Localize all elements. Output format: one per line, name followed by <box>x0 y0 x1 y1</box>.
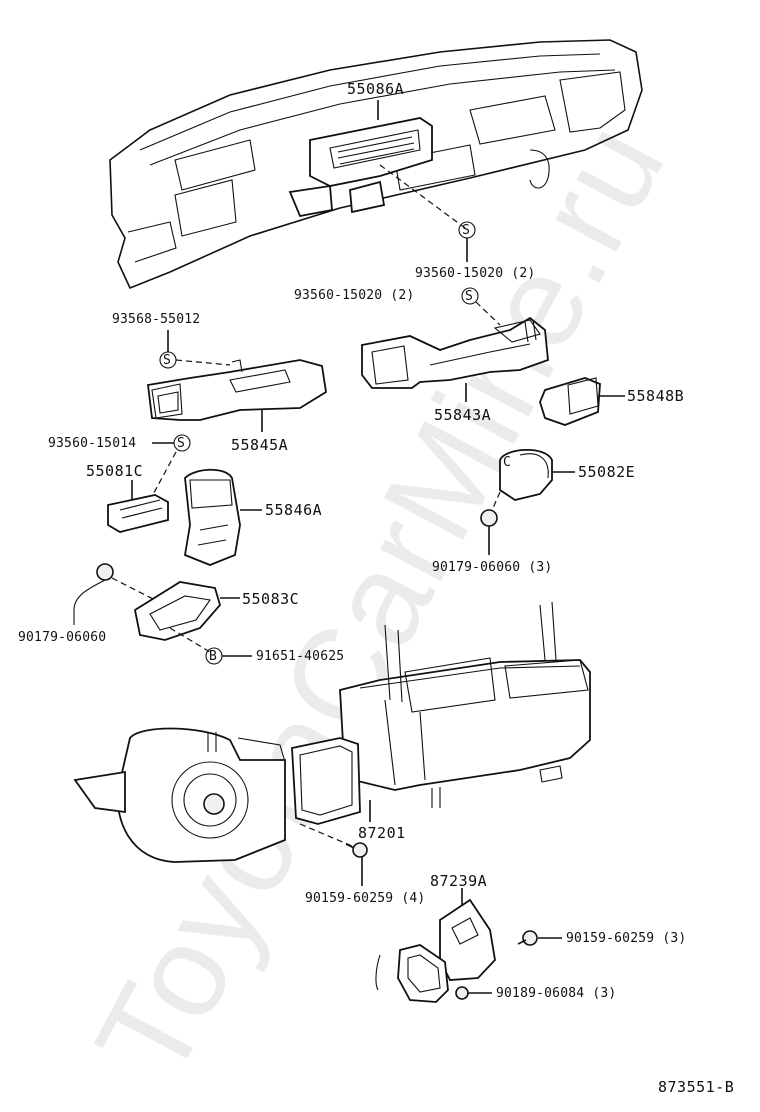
symbol-s-93568: S <box>163 353 172 368</box>
cover-87239A <box>375 898 496 1003</box>
symbol-s-93560-15014: S <box>177 436 186 451</box>
label-90159-60259-3: 90159-60259 (3) <box>566 931 687 946</box>
label-93560-15020-a: 93560-15020 (2) <box>415 266 536 281</box>
duct-55846A <box>183 468 241 566</box>
blower-housing <box>291 737 361 825</box>
label-55081C: 55081C <box>86 462 144 480</box>
label-90179-06060-3: 90179-06060 (3) <box>432 560 553 575</box>
label-55086A: 55086A <box>347 80 405 98</box>
screw-90189-06084-3 <box>455 986 469 1000</box>
vent-55848B <box>539 377 601 426</box>
vent-55082E <box>499 448 553 501</box>
dash-55845A <box>175 359 231 366</box>
instrument-panel-outline <box>109 39 643 290</box>
symbol-b: B <box>209 649 218 664</box>
label-55848B: 55848B <box>627 387 685 405</box>
label-90159-60259-4: 90159-60259 (4) <box>305 891 426 906</box>
nut-90179-06060 <box>96 563 114 581</box>
label-55846A: 55846A <box>265 501 323 519</box>
blower-motor <box>73 727 286 863</box>
label-87201: 87201 <box>358 824 406 842</box>
dash-screw-upper <box>379 164 466 229</box>
label-91651-40625: 91651-40625 <box>256 649 345 664</box>
symbol-c: C <box>503 455 512 470</box>
label-55843A: 55843A <box>434 406 492 424</box>
label-93560-15020-b: 93560-15020 (2) <box>294 288 415 303</box>
label-90189-06084-3: 90189-06084 (3) <box>496 986 617 1001</box>
heater-unit-87201 <box>339 601 591 808</box>
label-93560-15014: 93560-15014 <box>48 436 137 451</box>
nut-90179-06060-3 <box>480 509 498 527</box>
screw-symbol-mid <box>461 287 479 305</box>
bolt-90159-60259-3 <box>517 930 538 946</box>
label-90179-06060: 90179-06060 <box>18 630 107 645</box>
label-87239A: 87239A <box>430 872 488 890</box>
center-vent-55086A <box>288 117 433 218</box>
label-55083C: 55083C <box>242 590 300 608</box>
duct-55083C <box>133 581 222 641</box>
label-55082E: 55082E <box>578 463 636 481</box>
label-55845A: 55845A <box>231 436 289 454</box>
duct-55843A <box>361 316 549 389</box>
vent-55081C <box>107 494 169 533</box>
symbol-s-upper: S <box>462 223 471 238</box>
diagram-code: 873551-B <box>658 1078 735 1096</box>
duct-55845A <box>147 359 327 421</box>
bolt-90159-60259-4 <box>345 842 368 858</box>
symbol-s-mid: S <box>465 289 474 304</box>
label-93568-55012: 93568-55012 <box>112 312 201 327</box>
